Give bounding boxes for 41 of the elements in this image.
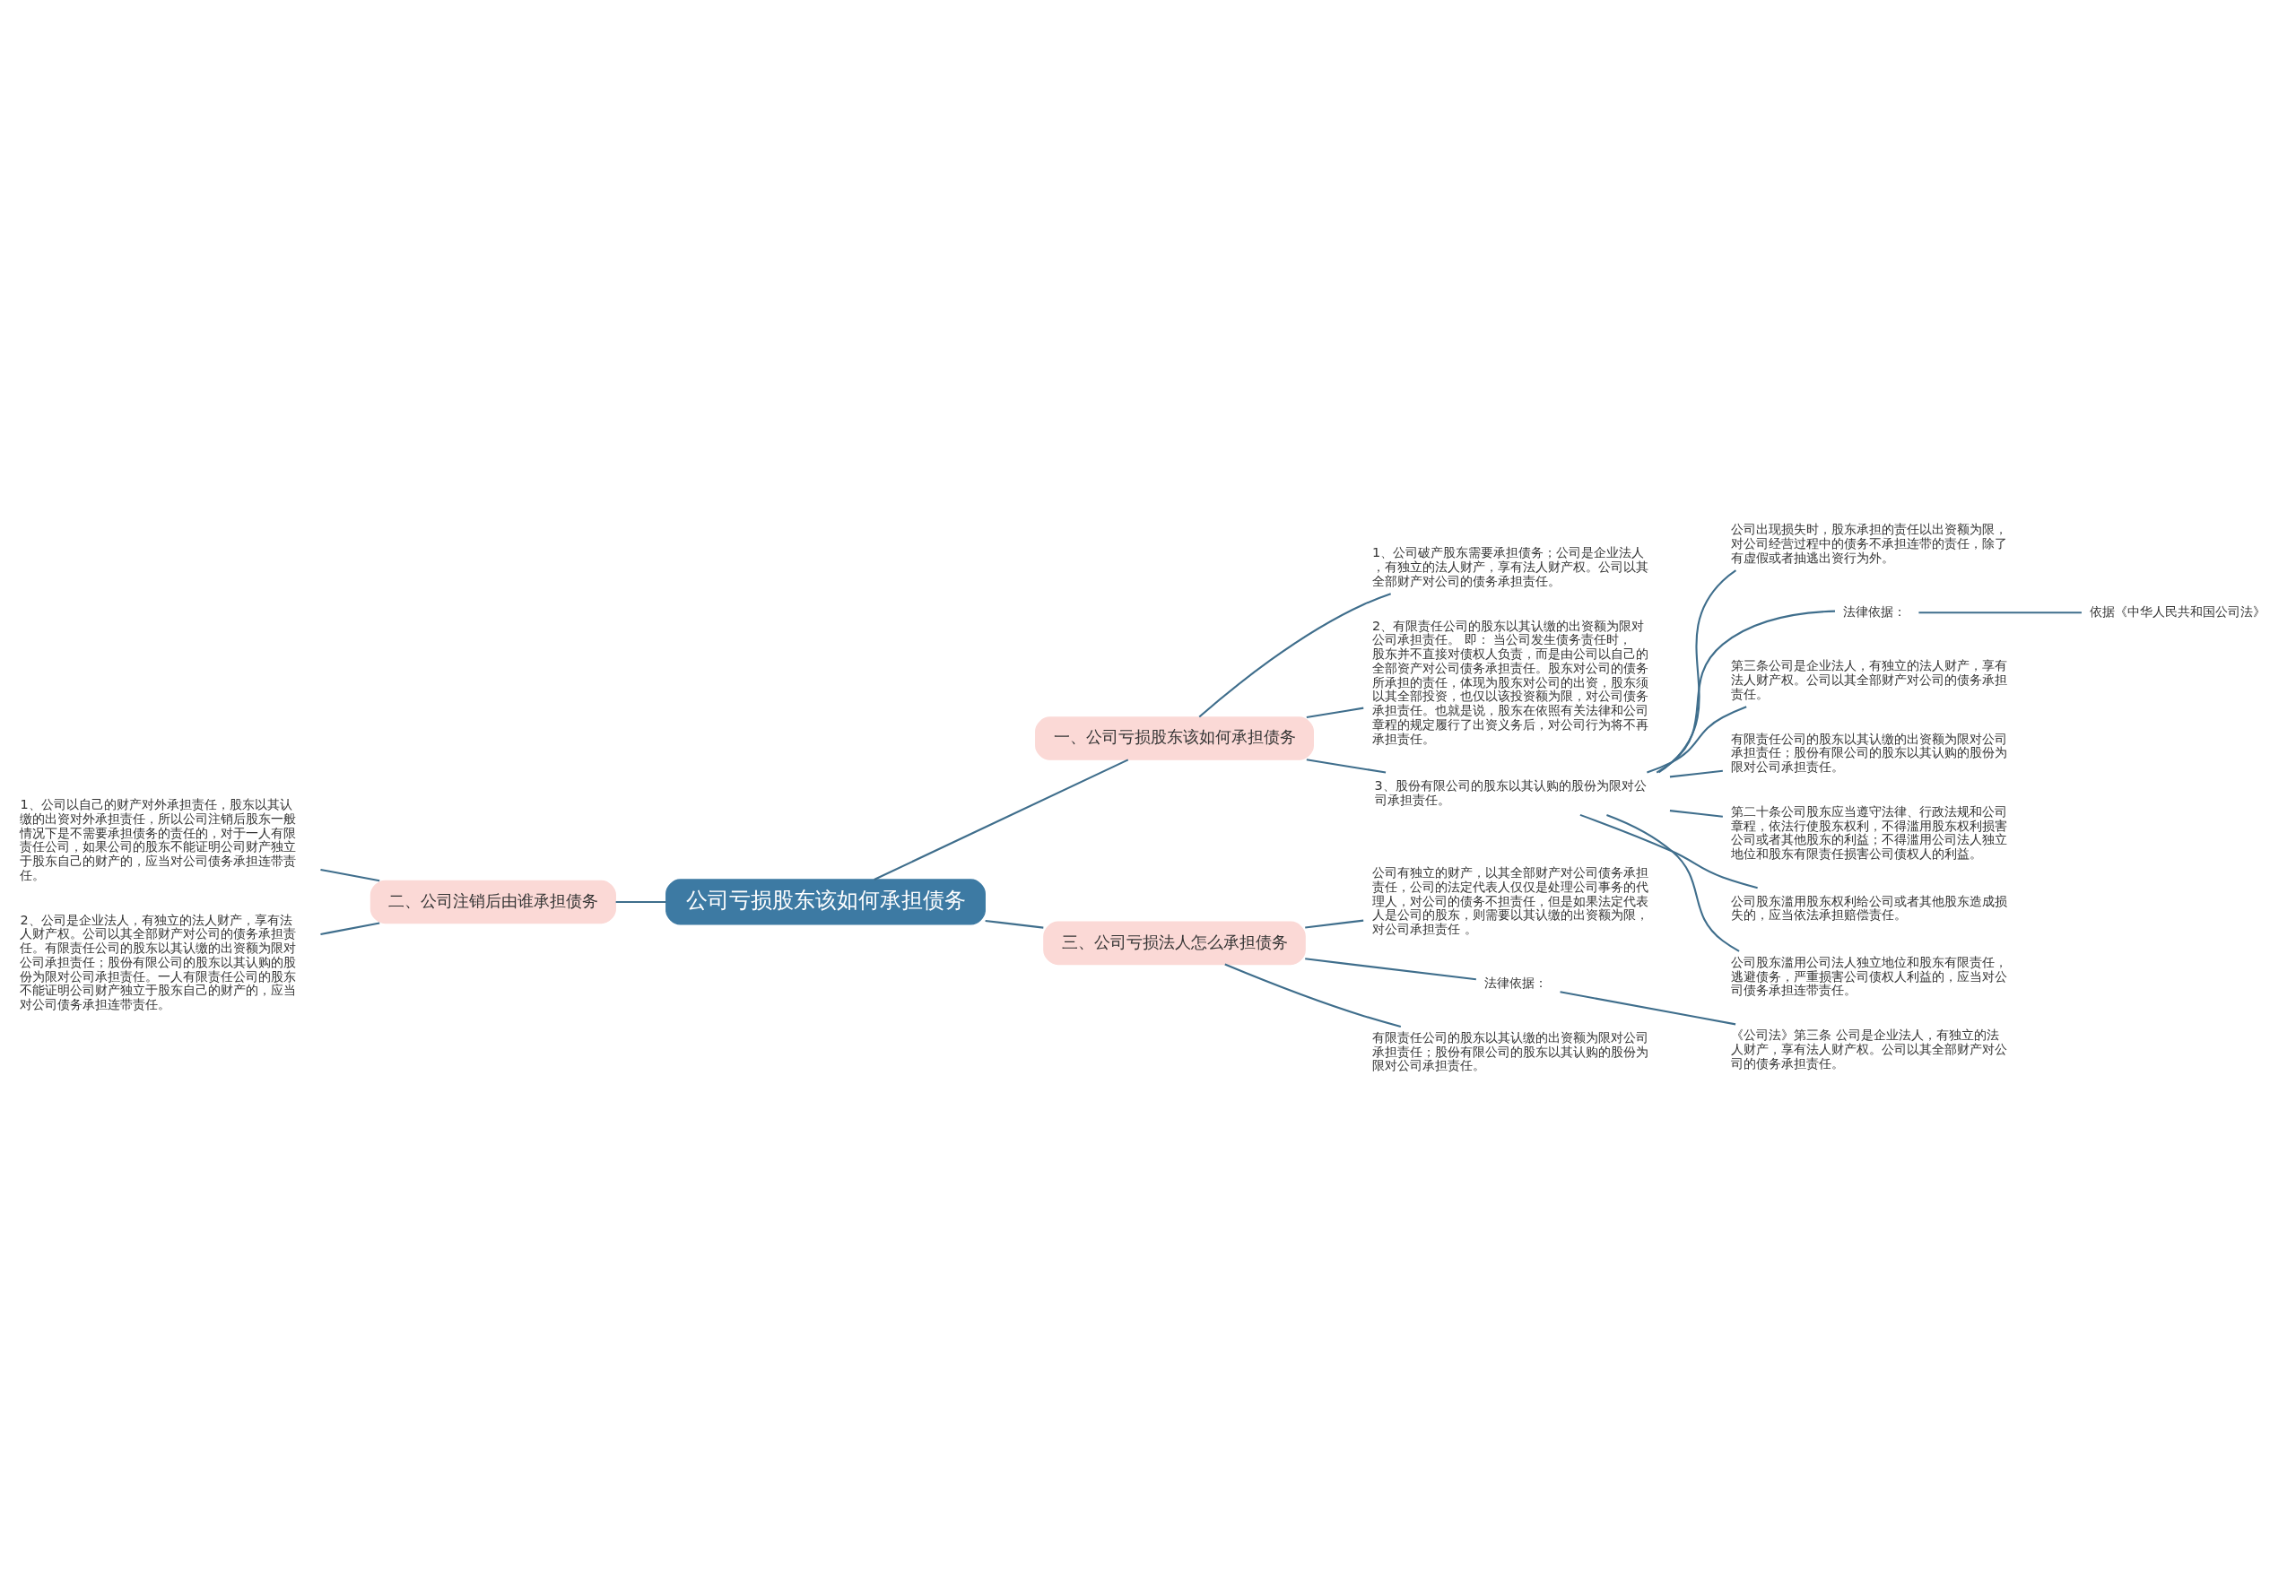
node-box: 一、公司亏损股东该如何承担债务	[1035, 716, 1314, 760]
connector	[1579, 813, 1758, 889]
connector	[320, 922, 380, 935]
node-box: 二、公司注销后由谁承担债务	[370, 880, 616, 924]
connector	[1656, 610, 1836, 773]
connector	[985, 919, 1044, 929]
connector	[1305, 957, 1476, 980]
node-text: 公司股东滥用股东权利给公司或者其他股东造成损失的，应当依法承担赔偿责任。	[1731, 893, 2008, 922]
connector	[1657, 568, 1737, 773]
node-box: 三、公司亏损法人怎么承担债务	[1043, 921, 1306, 965]
connector	[1198, 592, 1392, 717]
connector	[1606, 813, 1740, 952]
node-text: 第二十条公司股东应当遵守法律、行政法规和公司章程，依法行使股东权利，不得滥用股东权利损害公司或者其他股东的利益；不得滥用公司法人独立地位和股东有限责任损害公司债权人的利益。	[1731, 803, 2008, 861]
node-text: 依据《中华人民共和国公司法》	[2090, 603, 2266, 619]
connector	[1305, 919, 1364, 928]
connector	[1918, 611, 2082, 613]
node-box: 公司亏损股东该如何承担债务	[665, 878, 986, 925]
connector	[874, 758, 1129, 880]
node-text: 3、股份有限公司的股东以其认购的股份为限对公司承担责任。	[1374, 777, 1647, 807]
node-text: 法律依据：	[1484, 975, 1548, 990]
node-text: 2、有限责任公司的股东以其认缴的出资额为限对公司承担责任。 即： 当公司发生债务责任时，股东并不直接对债权人负责，而是由公司以自己的全部资产对公司债务承担责任。股东对公司的债务所承担的责任，体现为股东对公司的出资，股东须以其全部投资，也仅以该投资额为限，对公司债务承担责任。也就是说，股东在依照有关法律和公司章程的规定履行了出资义务后，对公司行为将不再承担责任。	[1371, 618, 1648, 746]
connector	[1669, 809, 1723, 818]
node-text: 有限责任公司的股东以其认缴的出资额为限对公司承担责任；股份有限公司的股东以其认购的股份为限对公司承担责任。	[1371, 1029, 1648, 1072]
connector	[1224, 963, 1402, 1028]
connector	[1306, 707, 1364, 718]
node-text: 2、公司是企业法人，有独立的法人财产，享有法人财产权。公司以其全部财产对公司的债务承担责任。有限责任公司的股东以其认缴的出资额为限对公司承担责任；股份有限公司的股东以其认购的股份为限对公司承担责任。一人有限责任公司的股东不能证明公司财产独立于股东自己的财产的，应当对公司债务承担连带责任。	[20, 912, 297, 1011]
node-text: 1、公司破产股东需要承担债务；公司是企业法人，有独立的法人财产，享有法人财产权。公司以其全部财产对公司的债务承担责任。	[1371, 544, 1648, 588]
node-text: 第三条公司是企业法人，有独立的法人财产，享有法人财产权。公司以其全部财产对公司的债务承担责任。	[1731, 657, 2008, 701]
connector	[1306, 758, 1387, 774]
connector	[1560, 990, 1736, 1025]
node-text: 《公司法》第三条 公司是企业法人，有独立的法人财产，享有法人财产权。公司以其全部财产对公司的债务承担责任。	[1731, 1027, 2008, 1071]
connector	[1647, 705, 1747, 774]
node-text: 有限责任公司的股东以其认缴的出资额为限对公司承担责任；股份有限公司的股东以其认购的股份为限对公司承担责任。	[1731, 731, 2008, 774]
connector	[615, 900, 666, 903]
connector	[1669, 769, 1723, 777]
node-text: 公司出现损失时，股东承担的责任以出资额为限，对公司经营过程中的债务不承担连带的责任，除了有虚假或者抽逃出资行为外。	[1731, 521, 2008, 565]
node-text: 公司有独立的财产，以其全部财产对公司债务承担责任，公司的法定代表人仅仅是处理公司事务的代理人，对公司的债务不担责任，但是如果法定代表人是公司的股东，则需要以其认缴的出资额为限，对公司承担责任 。	[1371, 864, 1648, 936]
connector	[320, 868, 380, 881]
node-text: 法律依据：	[1843, 603, 1907, 619]
node-text: 公司股东滥用公司法人独立地位和股东有限责任，逃避债务，严重损害公司债权人利益的，应当对公司债务承担连带责任。	[1731, 954, 2008, 997]
node-text: 1、公司以自己的财产对外承担责任，股东以其认缴的出资对外承担责任，所以公司注销后股东一般情况下是不需要承担债务的责任的，对于一人有限责任公司，如果公司的股东不能证明公司财产独立于股东自己的财产的，应当对公司债务承担连带责任。	[20, 796, 297, 882]
